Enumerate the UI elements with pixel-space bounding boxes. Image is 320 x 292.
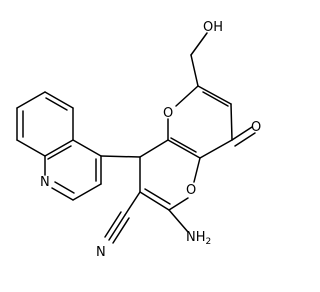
atom-oh: OH [203, 20, 223, 35]
bond-c9-o-carbonyl [231, 126, 253, 141]
bond-o5-c8a [193, 157, 201, 183]
bonds [16, 32, 256, 244]
bond-c9-o-carbonyl-double [234, 132, 256, 147]
atom-n-quinoline: N [40, 175, 50, 190]
bond-c2-nh2 [168, 209, 189, 233]
bond-cn-triple-a [108, 214, 126, 241]
bond-n-q2-double [54, 181, 75, 194]
bond-oh-ch2 [190, 32, 208, 56]
atom-nh2-main: NH [186, 230, 206, 245]
bond-q4a-q8a-double [47, 145, 72, 160]
atom-o-ring-lower: O [186, 183, 196, 198]
bond-n-q2 [51, 187, 74, 201]
bond-c9-c8a [199, 139, 233, 159]
bond-q5-q6 [44, 91, 74, 109]
bond-q5-q6-double [45, 97, 68, 111]
bond-q2-q3 [72, 183, 102, 201]
atom-nh2: NH2 [186, 230, 211, 247]
bond-c4-quinoline [100, 155, 141, 158]
atom-labels: OH O O O N NH2 N [40, 20, 261, 260]
bond-c8a-c4a-double [170, 137, 197, 153]
atom-o-ring-upper: O [163, 106, 173, 121]
bond-c8-c9 [230, 103, 233, 141]
bond-c4a-c4 [139, 139, 169, 158]
bond-o1-c7 [175, 85, 199, 107]
structure-svg: OH O O O N NH2 N [16, 20, 261, 260]
bond-q4a-q8a [44, 139, 74, 157]
atom-o-carbonyl: O [251, 120, 261, 135]
bond-cn-triple-c [112, 217, 130, 244]
bond-c3-c2-double [144, 188, 171, 205]
bond-q4-q4a [72, 139, 102, 157]
bond-q6-q7 [16, 91, 46, 109]
bond-c8a-c4a [167, 139, 201, 159]
bond-c2-o5 [168, 197, 189, 211]
atom-nh2-subscript: 2 [206, 237, 212, 247]
bond-c3-c2 [139, 191, 170, 211]
bond-q8-q8a [16, 139, 46, 157]
bond-c7-c8 [197, 85, 232, 105]
atom-n-nitrile: N [96, 245, 106, 260]
bond-c3-cn [124, 191, 141, 216]
bond-c7-c8-double [202, 91, 229, 107]
bond-ch2-c7 [190, 54, 199, 87]
molecule-diagram: OH O O O N NH2 N [16, 20, 261, 260]
bond-cn-triple-b [104, 211, 122, 238]
